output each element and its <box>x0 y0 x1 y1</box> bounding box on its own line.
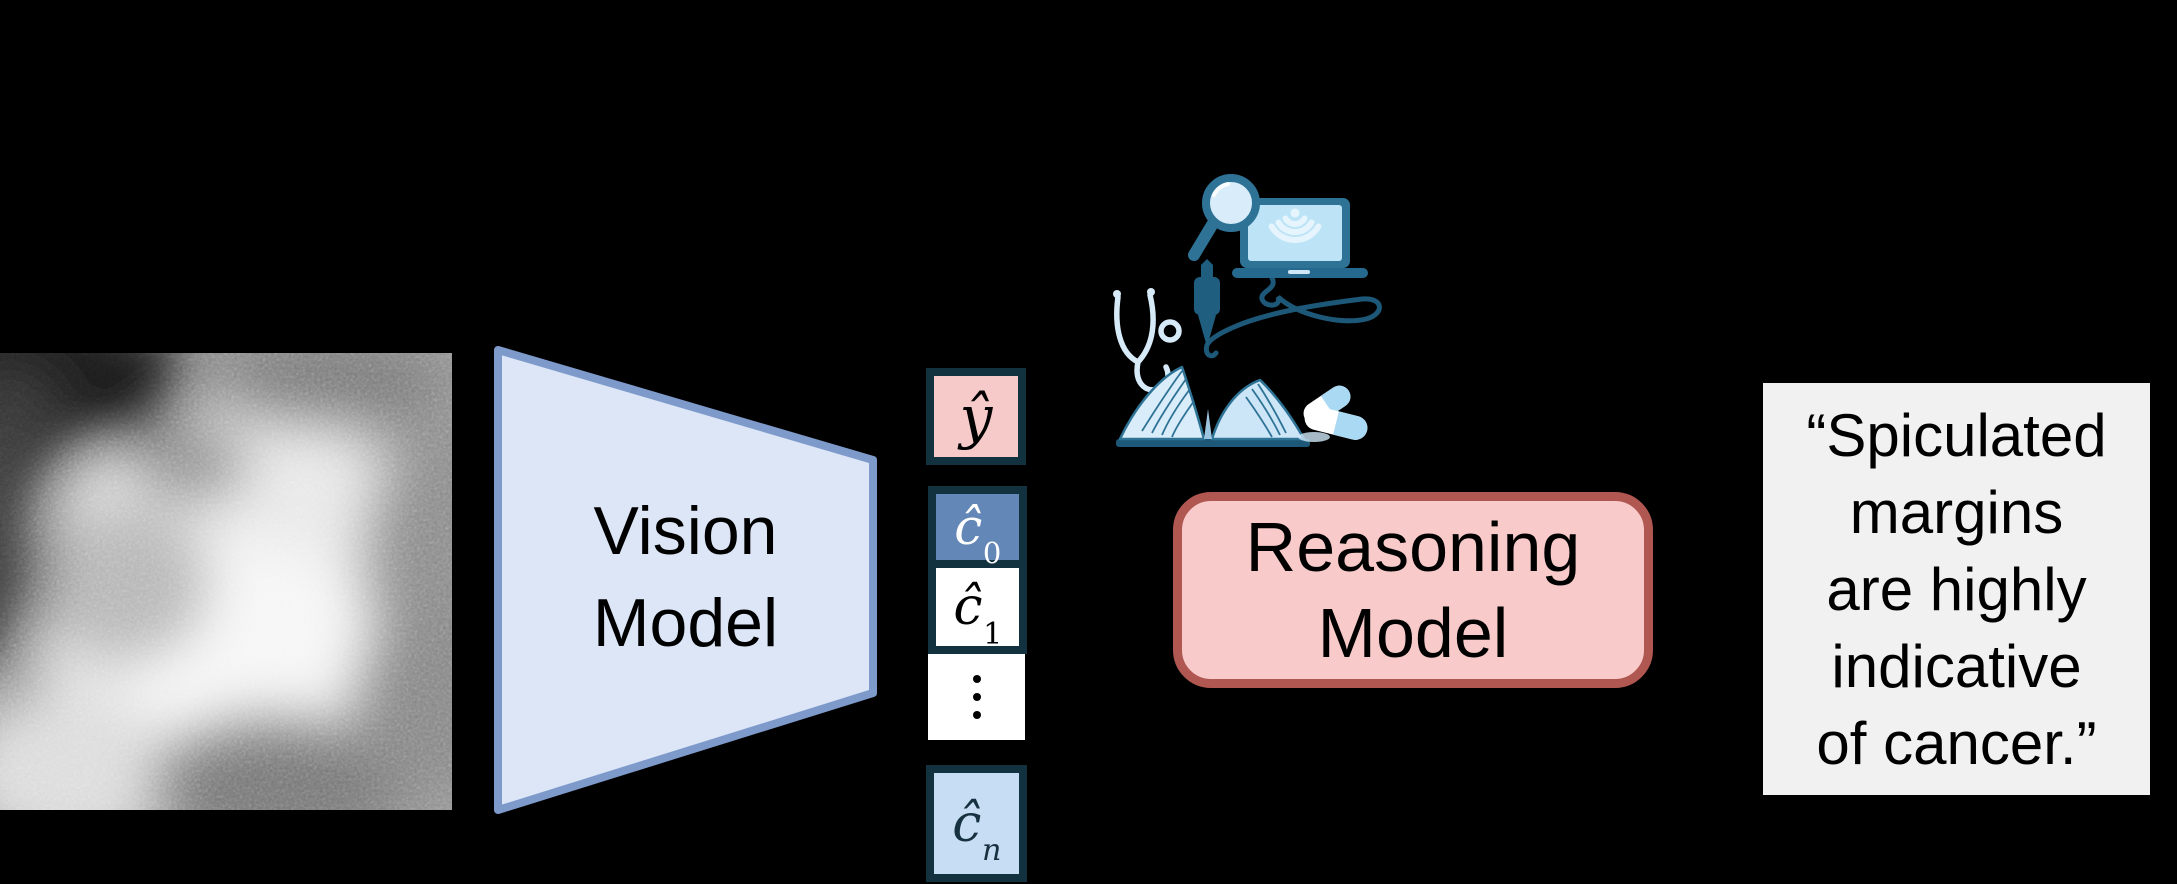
mammogram-image <box>0 303 542 853</box>
token-c0: ĉ0 <box>936 494 1019 568</box>
vision-model-shape <box>494 346 877 814</box>
vision-model-label-line2: Model <box>592 585 779 661</box>
token-c0-symbol: ĉ <box>954 498 983 556</box>
token-cn: ĉn <box>926 765 1027 882</box>
token-cn-symbol: ĉ <box>952 793 982 854</box>
token-c1-subscript: 1 <box>983 616 1003 652</box>
token-group-concepts: ĉ0 ĉ1 <box>928 486 1027 654</box>
pills-icon <box>1298 385 1368 442</box>
output-text-box: “Spiculated margins are highly indicativ… <box>1763 383 2150 795</box>
token-divider <box>936 560 1019 568</box>
token-cn-subscript: n <box>981 833 1002 869</box>
ellipsis-dot <box>972 711 981 719</box>
token-c1: ĉ1 <box>936 568 1019 649</box>
output-line: “Spiculated <box>1806 401 2107 469</box>
output-line: margins <box>1849 478 2064 546</box>
token-y-hat: ŷ <box>926 368 1026 465</box>
ultrasound-probe-icon <box>1194 259 1382 359</box>
laptop-icon <box>1232 198 1368 278</box>
token-ellipsis <box>928 654 1025 740</box>
vision-model-label: Vision Model <box>498 470 873 684</box>
ellipsis-dot <box>972 693 981 701</box>
token-c1-symbol: ĉ <box>953 577 983 637</box>
output-line: are highly <box>1826 555 2087 623</box>
ellipsis-dot <box>972 675 981 683</box>
token-c0-subscript: 0 <box>982 536 1002 571</box>
token-y-hat-symbol: ŷ <box>959 382 993 451</box>
magnifying-glass-icon <box>1188 174 1260 261</box>
reasoning-model-box: Reasoning Model <box>1173 492 1653 688</box>
output-line: of cancer.” <box>1816 709 2097 777</box>
reasoning-model-label-line2: Model <box>1317 594 1509 672</box>
output-line: indicative <box>1831 632 2082 700</box>
mammogram-texture <box>0 303 542 853</box>
reasoning-model-label-line1: Reasoning <box>1245 508 1581 586</box>
medical-knowledge-icons <box>1113 174 1382 447</box>
open-book-icon <box>1116 365 1310 447</box>
vision-model-label-line1: Vision <box>593 493 778 569</box>
wifi-signal-icon <box>1268 215 1322 244</box>
